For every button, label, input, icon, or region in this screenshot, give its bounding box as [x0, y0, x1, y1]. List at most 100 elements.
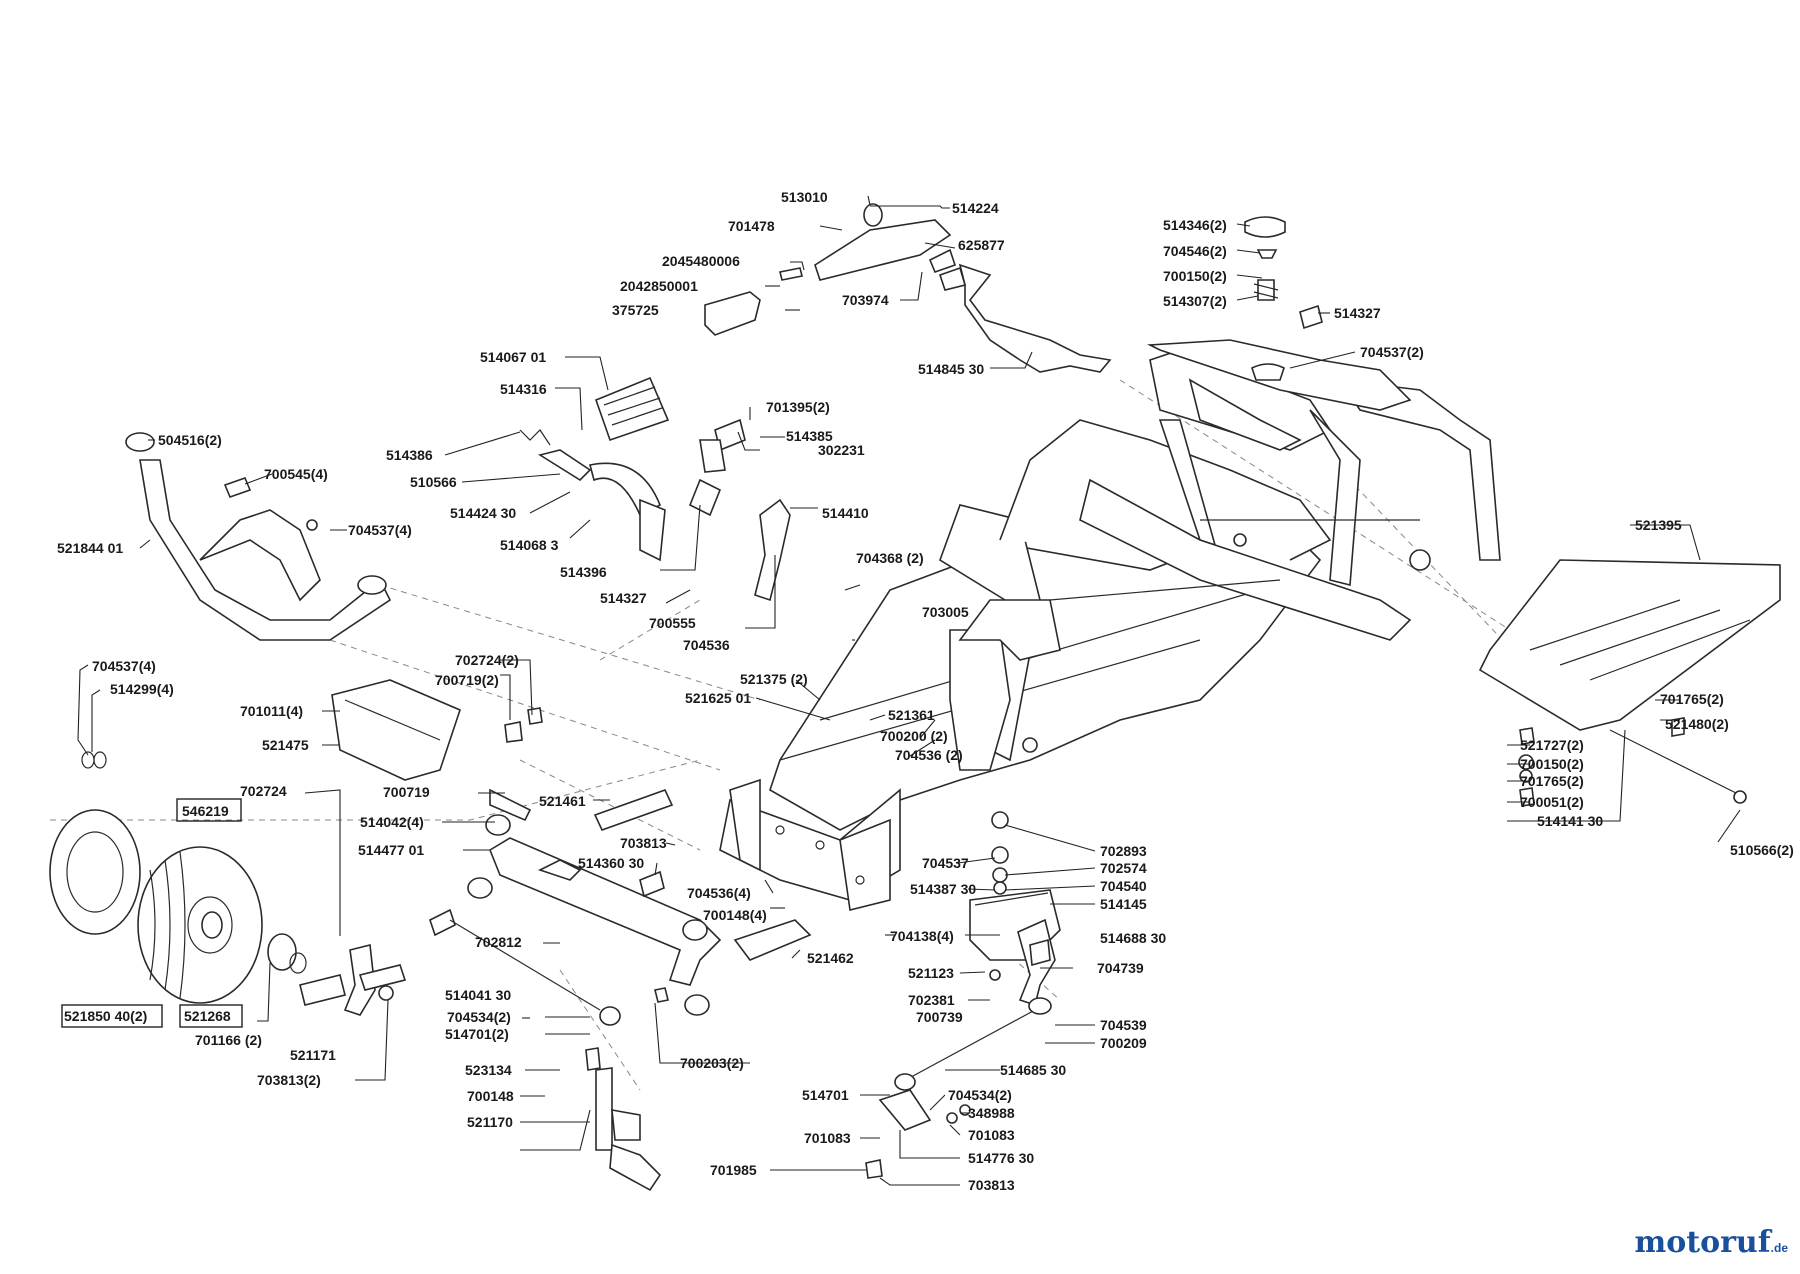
part-label: 514701 — [802, 1087, 849, 1103]
part-label: 704368 (2) — [856, 550, 924, 566]
part-label: 704534(2) — [948, 1087, 1012, 1103]
part-label: 514688 30 — [1100, 930, 1166, 946]
part-label: 521123 — [908, 965, 954, 981]
brand-suffix: .de — [1770, 1241, 1788, 1255]
leader-lines — [77, 195, 1741, 1186]
part-label: 701011(4) — [240, 703, 303, 719]
chassis-frame — [719, 339, 1501, 911]
part-label: 514701(2) — [445, 1026, 509, 1042]
part-label: 700148(4) — [703, 907, 767, 923]
part-label: 521480(2) — [1665, 716, 1729, 732]
part-label: 704546(2) — [1163, 243, 1227, 259]
part-label: 701083 — [804, 1130, 851, 1146]
part-label: 704540 — [1100, 878, 1147, 894]
part-label: 521361 — [888, 707, 935, 723]
part-label: 703005 — [922, 604, 969, 620]
part-label: 514067 01 — [480, 349, 546, 365]
part-label: 700719(2) — [435, 672, 499, 688]
part-label: 702381 — [908, 992, 955, 1008]
part-label: 703974 — [842, 292, 889, 308]
part-label: 514145 — [1100, 896, 1147, 912]
part-label: 704536 (2) — [895, 747, 963, 763]
part-label: 514299(4) — [110, 681, 174, 697]
brand-name: motoruf — [1634, 1225, 1771, 1260]
part-label: 704536 — [683, 637, 730, 653]
part-label: 302231 — [818, 442, 865, 458]
part-label: 704536(4) — [687, 885, 751, 901]
part-label: 701166 (2) — [195, 1032, 262, 1048]
part-label: 504516(2) — [158, 432, 222, 448]
part-label: 701985 — [710, 1162, 757, 1178]
part-label: 521171 — [290, 1047, 336, 1063]
part-label: 521727(2) — [1520, 737, 1584, 753]
part-label: 514845 30 — [918, 361, 984, 377]
part-label: 704537 — [922, 855, 969, 871]
part-label: 700051(2) — [1520, 794, 1584, 810]
part-label: 702724(2) — [455, 652, 519, 668]
part-label: 521462 — [807, 950, 854, 966]
part-label: 521268 — [184, 1008, 231, 1024]
part-label: 514386 — [386, 447, 433, 463]
part-label: 514410 — [822, 505, 869, 521]
part-label: 514424 30 — [450, 505, 516, 521]
brand-logo: motoruf.de — [1635, 1225, 1789, 1260]
part-label: 514042(4) — [360, 814, 424, 830]
part-label: 521395 — [1635, 517, 1682, 533]
part-label: 702812 — [475, 934, 522, 950]
part-label: 625877 — [958, 237, 1005, 253]
part-label: 514387 30 — [910, 881, 976, 897]
part-label: 700150(2) — [1163, 268, 1227, 284]
part-label: 510566 — [410, 474, 457, 490]
part-label: 514346(2) — [1163, 217, 1227, 233]
part-label: 521625 01 — [685, 690, 751, 706]
part-label: 704537(2) — [1360, 344, 1424, 360]
part-label: 704739 — [1097, 960, 1144, 976]
part-label: 703813 — [620, 835, 667, 851]
part-label: 521461 — [539, 793, 586, 809]
part-label: 513010 — [781, 189, 828, 205]
part-label: 701083 — [968, 1127, 1015, 1143]
part-label: 2045480006 — [662, 253, 740, 269]
part-label: 514141 30 — [1537, 813, 1603, 829]
part-label: 701765(2) — [1520, 773, 1584, 789]
part-labels: 513010 514224 701478 625877 2045480006 2… — [57, 189, 1794, 1193]
part-label: 700150(2) — [1520, 756, 1584, 772]
part-label: 514477 01 — [358, 842, 424, 858]
part-label: 348988 — [968, 1105, 1015, 1121]
part-label: 701765(2) — [1660, 691, 1724, 707]
part-label: 523134 — [465, 1062, 512, 1078]
part-label: 521170 — [467, 1114, 513, 1130]
part-label: 700555 — [649, 615, 696, 631]
part-label: 700200 (2) — [880, 728, 948, 744]
part-label: 514396 — [560, 564, 607, 580]
part-label: 514316 — [500, 381, 547, 397]
part-label: 514685 30 — [1000, 1062, 1066, 1078]
part-label: 702574 — [1100, 860, 1147, 876]
part-label: 546219 — [182, 803, 229, 819]
part-label: 703813(2) — [257, 1072, 321, 1088]
part-label: 514385 — [786, 428, 833, 444]
part-label: 704537(4) — [92, 658, 156, 674]
part-label: 700209 — [1100, 1035, 1147, 1051]
part-label: 700545(4) — [264, 466, 328, 482]
part-label: 521375 (2) — [740, 671, 808, 687]
part-label: 2042850001 — [620, 278, 698, 294]
part-label: 700719 — [383, 784, 430, 800]
boxed-label-frames — [61, 798, 243, 1028]
part-label: 704534(2) — [447, 1009, 511, 1025]
part-label: 704537(4) — [348, 522, 412, 538]
part-label: 702893 — [1100, 843, 1147, 859]
part-label: 514327 — [600, 590, 647, 606]
part-label: 521844 01 — [57, 540, 123, 556]
parts — [49, 203, 1781, 1192]
part-label: 704539 — [1100, 1017, 1147, 1033]
part-label: 514776 30 — [968, 1150, 1034, 1166]
part-label: 514327 — [1334, 305, 1381, 321]
part-label: 521850 40(2) — [64, 1008, 147, 1024]
part-label: 514041 30 — [445, 987, 511, 1003]
part-label: 375725 — [612, 302, 659, 318]
part-label: 700203(2) — [680, 1055, 744, 1071]
part-label: 514068 3 — [500, 537, 559, 553]
part-label: 521475 — [262, 737, 309, 753]
